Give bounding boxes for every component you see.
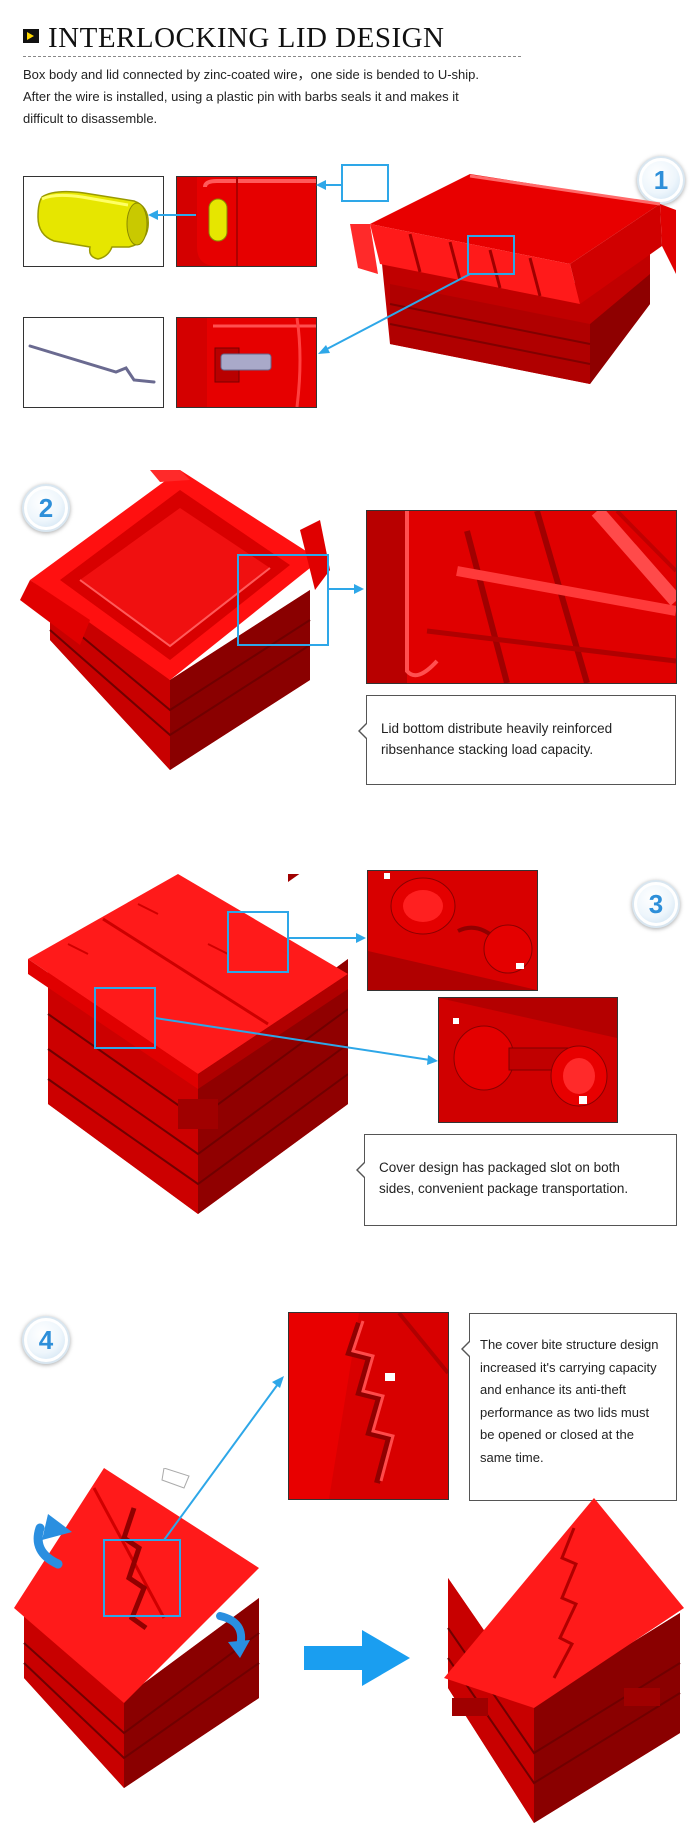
section-3-number: 3 [637, 885, 675, 923]
pin-detail-image [23, 176, 164, 267]
crate-open-lids-illustration [350, 174, 676, 384]
lid-bite-structure-illustration [289, 1313, 448, 1499]
crate-lids-closed-illustration [444, 1498, 684, 1823]
crate-closed-lid-illustration [28, 874, 348, 1214]
section-4-number: 4 [27, 1321, 65, 1359]
section-2-callout: Lid bottom distribute heavily reinforced… [358, 695, 676, 785]
crate-open-interior-illustration [20, 470, 330, 770]
yellow-pin-illustration [37, 190, 149, 260]
hinge-pin-closeup-image [176, 176, 317, 267]
lid-hinge-slot-illustration-2 [439, 998, 617, 1122]
callout-line: and enhance its anti-theft [480, 1382, 626, 1397]
section-2-callout-arrows [237, 554, 364, 646]
wire-closeup-image [176, 317, 317, 408]
rotate-arrow-right-icon [216, 1612, 250, 1658]
callout-line: Cover design has packaged slot on both [379, 1160, 620, 1175]
section-4-badge: 4 [22, 1316, 70, 1364]
callout-line: performance as two lids must [480, 1404, 650, 1420]
transition-arrow-icon [304, 1630, 410, 1686]
lid-hinge-slot-illustration-1 [368, 871, 537, 990]
lid-ribs-closeup-image [366, 510, 677, 684]
intro-text: Box body and lid connected by zinc-coate… [23, 64, 543, 130]
hinge-pin-illustration [177, 177, 316, 266]
rotate-arrow-left-icon [33, 1514, 72, 1569]
section-3-badge: 3 [632, 880, 680, 928]
title-divider [23, 56, 521, 57]
callout-line: sides, convenient package transportation… [379, 1181, 629, 1196]
lid-slot-closeup-image-1 [367, 870, 538, 991]
callout-line: ribsenhance stacking load capacity. [381, 742, 594, 757]
crate-lids-closing-illustration [14, 1468, 260, 1788]
zinc-wire-illustration [28, 344, 156, 384]
section-2-number: 2 [27, 489, 65, 527]
section-1-number: 1 [642, 161, 680, 199]
callout-line: The cover bite structure design [480, 1337, 659, 1352]
section-3-callout: Cover design has packaged slot on both s… [356, 1134, 677, 1226]
wire-detail-image [23, 317, 164, 408]
callout-line: be opened or closed at the [480, 1427, 634, 1442]
callout-line: Lid bottom distribute heavily reinforced [381, 721, 613, 736]
section-4-callout: The cover bite structure design increase… [461, 1313, 677, 1501]
section-4-callout-arrows [103, 1376, 284, 1617]
intro-line: After the wire is installed, using a pla… [23, 89, 459, 104]
callout-line: same time. [480, 1449, 544, 1465]
reinforced-ribs-illustration [367, 511, 676, 683]
intro-line: Box body and lid connected by zinc-coate… [23, 67, 479, 82]
section-2-badge: 2 [22, 484, 70, 532]
intro-line: difficult to disassemble. [23, 111, 158, 126]
header-arrow-icon [23, 29, 39, 43]
section-3-callout-arrows [94, 911, 438, 1065]
wire-hinge-illustration [177, 318, 316, 407]
callout-line: increased it's carrying capacity [480, 1359, 657, 1375]
section-1-callout-arrows [148, 164, 515, 354]
section-1-badge: 1 [637, 156, 685, 204]
lid-bite-closeup-image [288, 1312, 449, 1500]
page-title: INTERLOCKING LID DESIGN [48, 22, 445, 54]
lid-slot-closeup-image-2 [438, 997, 618, 1123]
